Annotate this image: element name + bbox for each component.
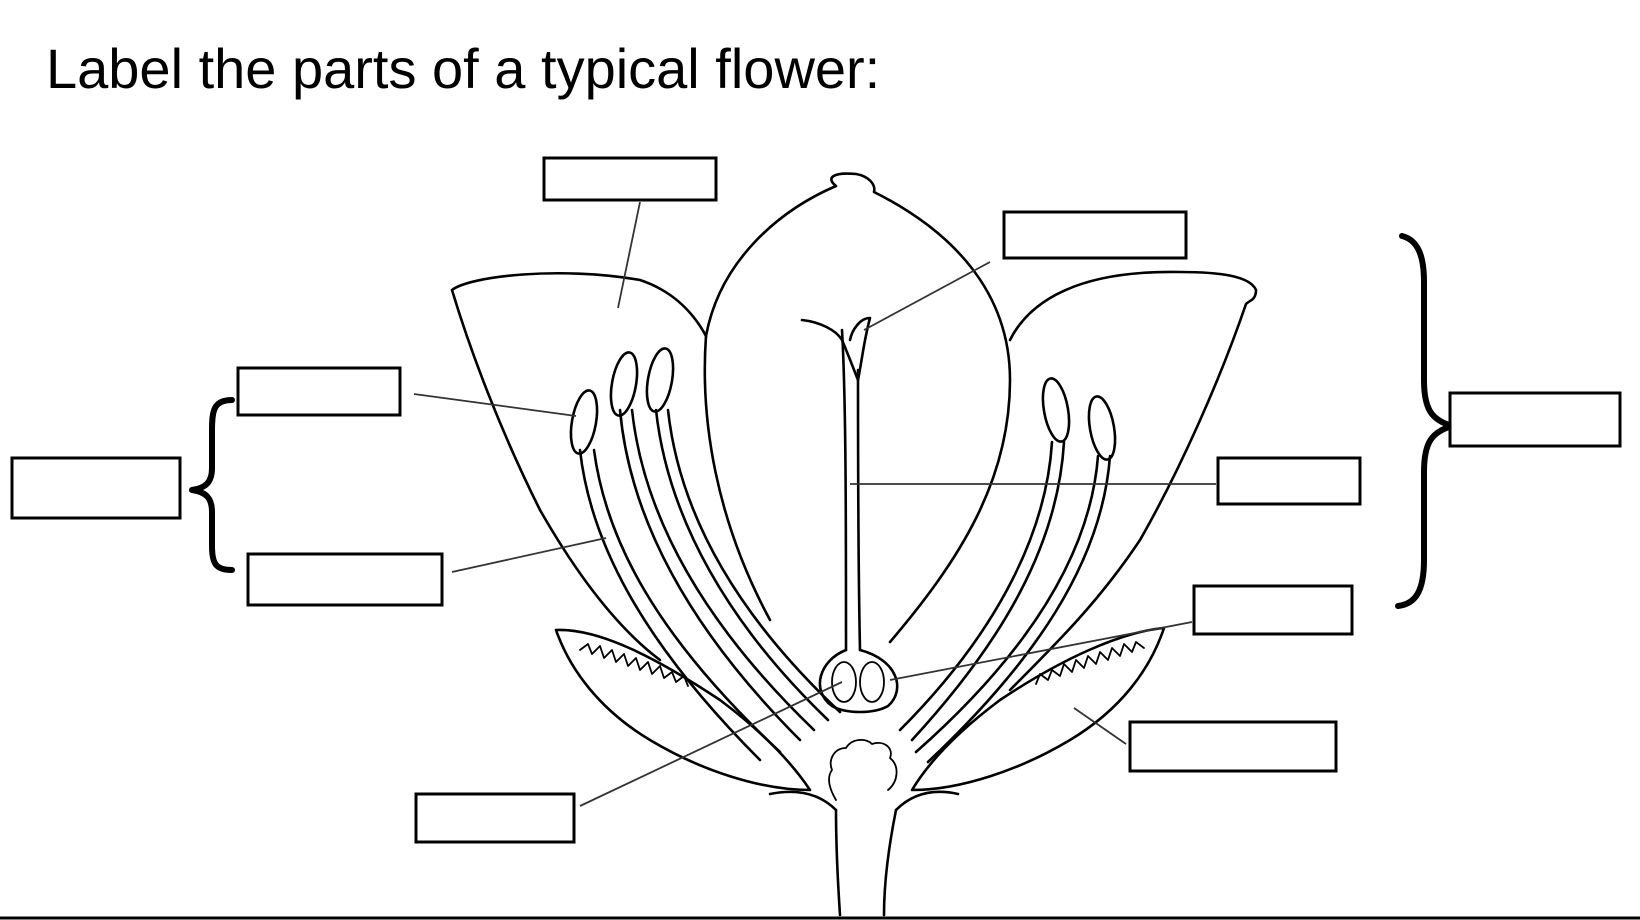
style: [840, 328, 848, 652]
stigma: [800, 316, 872, 382]
label-box-filament[interactable]: [246, 552, 444, 607]
filament-left-3b: [666, 408, 842, 714]
filament-left-2b: [630, 408, 816, 732]
style-right: [856, 368, 862, 652]
leader-anther: [413, 393, 577, 417]
label-box-style[interactable]: [1216, 456, 1362, 506]
sepal-right-texture: [1035, 641, 1145, 685]
label-box-petal[interactable]: [542, 156, 718, 202]
leader-filament: [451, 537, 607, 573]
leader-sepal: [1073, 707, 1127, 745]
sepal-left: [554, 628, 812, 792]
leader-stigma: [863, 261, 991, 331]
receptacle: [828, 739, 898, 801]
label-box-ovule[interactable]: [414, 792, 576, 844]
anther-left-1: [569, 389, 599, 455]
leader-lines: [413, 201, 1216, 807]
filament-right-2b: [926, 454, 1112, 764]
petal-right: [1008, 270, 1258, 692]
ovule-right: [859, 661, 885, 703]
anther-right-2: [1087, 395, 1117, 461]
filament-right-1: [898, 440, 1054, 732]
leader-petal: [617, 201, 641, 309]
label-box-carpel[interactable]: [1448, 391, 1622, 448]
stem-flare-right: [894, 790, 960, 812]
anther-left-3: [645, 347, 675, 413]
page-title: Label the parts of a typical flower:: [46, 37, 881, 100]
flower-illustration: [450, 172, 1258, 917]
stem: [834, 808, 842, 917]
carpel-brace: [1395, 233, 1455, 609]
filament-left-2: [618, 408, 802, 742]
filament-right-2: [914, 454, 1100, 754]
stamen-brace: [189, 397, 235, 573]
stem-flare-left: [768, 790, 838, 812]
petal-center: [703, 172, 1012, 644]
leader-ovary: [889, 621, 1193, 681]
filament-left-1b: [592, 448, 782, 754]
leader-ovule: [579, 681, 843, 807]
label-box-stamen[interactable]: [10, 456, 182, 520]
petal-left: [450, 271, 708, 662]
filament-left-1: [578, 448, 762, 762]
filament-right-1b: [910, 440, 1066, 742]
anther-right-1: [1041, 377, 1071, 443]
label-box-stigma[interactable]: [1002, 210, 1188, 260]
anther-left-2: [609, 351, 639, 417]
ovary: [818, 648, 899, 714]
label-box-anther[interactable]: [236, 366, 402, 417]
filament-left-3: [654, 408, 830, 722]
sepal-left-texture: [579, 643, 689, 687]
label-box-ovary[interactable]: [1192, 584, 1354, 636]
ovule-left: [831, 661, 857, 703]
stem-right-edge: [882, 808, 898, 917]
label-box-sepal[interactable]: [1128, 720, 1338, 773]
sepal-right: [910, 626, 1166, 792]
label-boxes[interactable]: [10, 156, 1622, 844]
